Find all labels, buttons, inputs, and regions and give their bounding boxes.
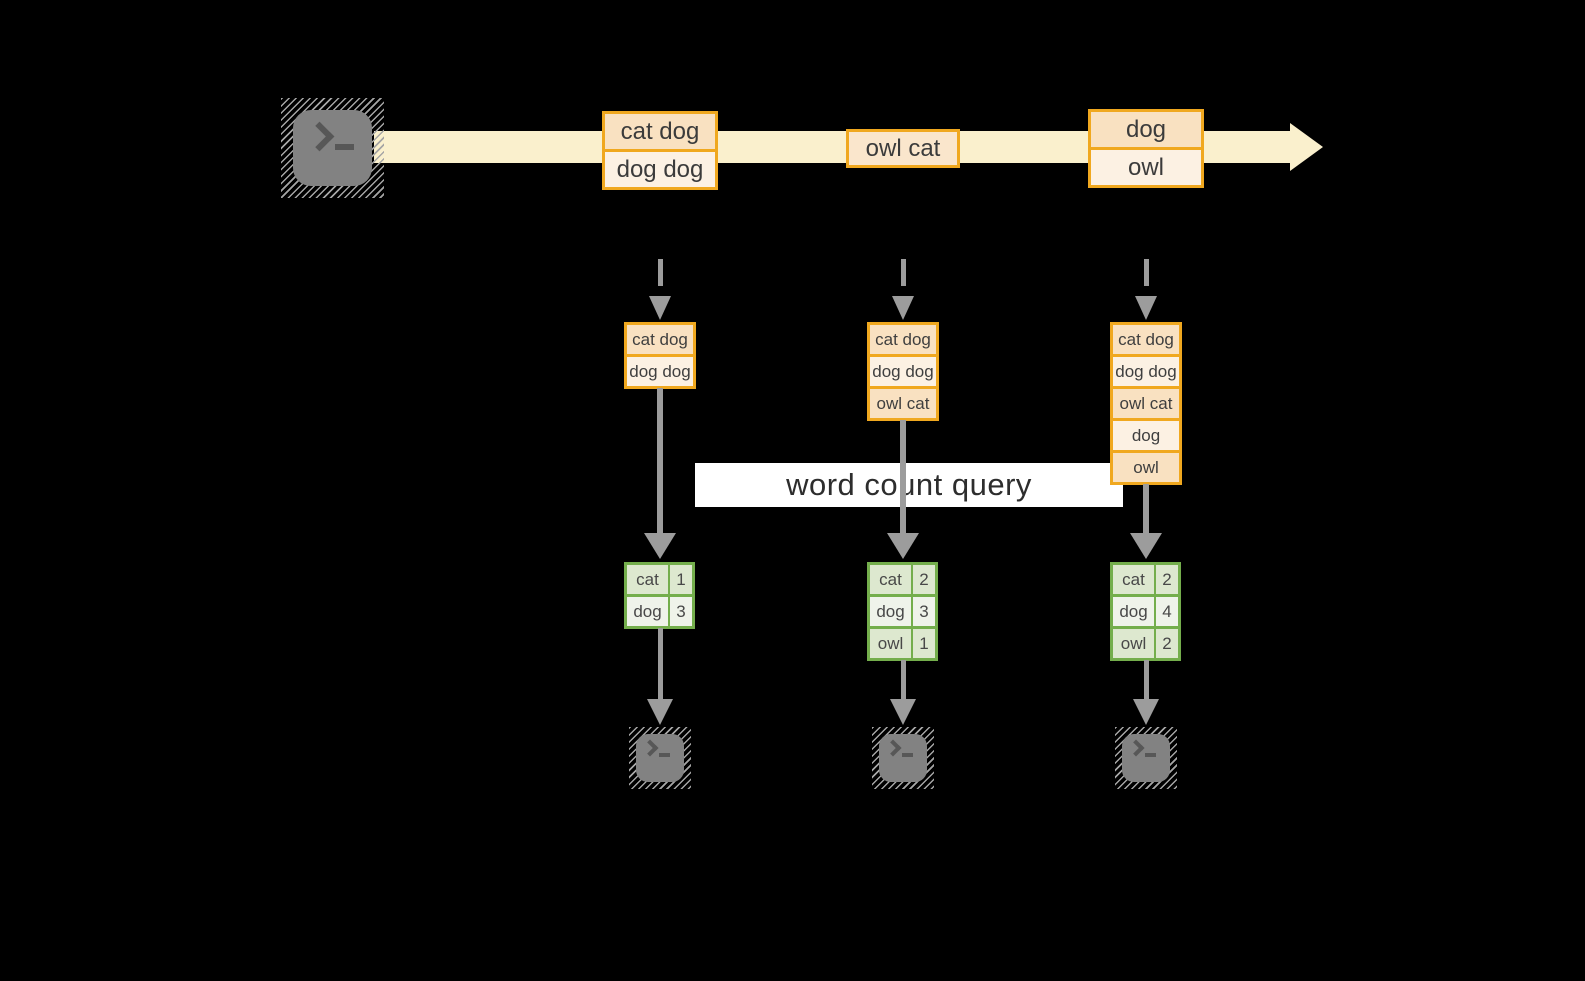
table-row: dog 4 [1113,594,1178,626]
stream-event: dog dog [605,149,715,187]
batch-row: dog [1113,418,1179,450]
dashed-arrow-head-icon [649,296,671,320]
count-cell: 2 [911,565,935,594]
batch-row: dog dog [627,354,693,386]
stream-event: cat dog [605,114,715,149]
terminal-screen [1122,734,1170,782]
terminal-prompt-chevron-icon [884,739,902,757]
batch-row: owl [1113,450,1179,482]
stream-event: owl cat [849,132,957,165]
count-cell: 1 [911,629,935,658]
output-terminal-icon [872,727,934,789]
table-row: cat 2 [1113,565,1178,594]
flow-arrow-head-icon [647,699,673,725]
word-count-table: cat 1 dog 3 [624,562,695,629]
batch-row: dog dog [870,354,936,386]
word-cell: cat [870,565,911,594]
word-cell: cat [627,565,668,594]
terminal-prompt-chevron-icon [641,739,659,757]
terminal-screen [879,734,927,782]
word-cell: owl [1113,629,1154,658]
count-cell: 3 [668,597,692,626]
table-row: dog 3 [870,594,935,626]
count-cell: 1 [668,565,692,594]
stream-event: owl [1091,147,1201,185]
table-row: owl 2 [1113,626,1178,658]
word-cell: cat [1113,565,1154,594]
flow-arrow-head-icon [644,533,676,559]
terminal-cursor-icon [1145,753,1156,757]
output-terminal-icon [629,727,691,789]
batch-row: owl cat [1113,386,1179,418]
stream-event-box: dog owl [1088,109,1204,188]
terminal-screen [636,734,684,782]
flow-arrow-shaft [901,660,906,700]
micro-batch-stack: cat dog dog dog owl cat dog owl [1110,322,1182,485]
terminal-prompt-chevron-icon [304,121,335,152]
dashed-arrow-head-icon [892,296,914,320]
batch-row: cat dog [627,325,693,354]
stream-event-box: cat dog dog dog [602,111,718,190]
count-cell: 3 [911,597,935,626]
micro-batch-stack: cat dog dog dog [624,322,696,389]
word-cell: dog [627,597,668,626]
terminal-prompt-chevron-icon [1127,739,1145,757]
dashed-arrow-shaft [1144,259,1149,286]
terminal-cursor-icon [902,753,913,757]
table-row: dog 3 [627,594,692,626]
flow-arrow-head-icon [887,533,919,559]
stream-arrow-head-icon [1290,123,1323,171]
word-cell: dog [870,597,911,626]
flow-arrow-shaft [1143,484,1149,534]
dashed-arrow-shaft [658,259,663,286]
query-banner: word count query [695,463,1123,507]
flow-arrow-head-icon [1133,699,1159,725]
word-count-table: cat 2 dog 4 owl 2 [1110,562,1181,661]
flow-arrow-head-icon [890,699,916,725]
source-terminal-icon [281,98,384,198]
word-cell: dog [1113,597,1154,626]
word-count-table: cat 2 dog 3 owl 1 [867,562,938,661]
batch-row: cat dog [870,325,936,354]
batch-row: dog dog [1113,354,1179,386]
table-row: cat 2 [870,565,935,594]
count-cell: 2 [1154,629,1178,658]
dashed-arrow-shaft [901,259,906,286]
terminal-cursor-icon [659,753,670,757]
stream-event-box: owl cat [846,129,960,168]
word-cell: owl [870,629,911,658]
count-cell: 4 [1154,597,1178,626]
count-cell: 2 [1154,565,1178,594]
stream-event: dog [1091,112,1201,147]
flow-arrow-shaft [657,388,663,534]
table-row: cat 1 [627,565,692,594]
flow-arrow-shaft [900,420,906,534]
output-terminal-icon [1115,727,1177,789]
terminal-screen [293,110,372,186]
flow-arrow-shaft [658,628,663,700]
flow-arrow-shaft [1144,660,1149,700]
table-row: owl 1 [870,626,935,658]
batch-row: cat dog [1113,325,1179,354]
flow-arrow-head-icon [1130,533,1162,559]
dashed-arrow-head-icon [1135,296,1157,320]
batch-row: owl cat [870,386,936,418]
terminal-cursor-icon [335,144,354,150]
micro-batch-stack: cat dog dog dog owl cat [867,322,939,421]
